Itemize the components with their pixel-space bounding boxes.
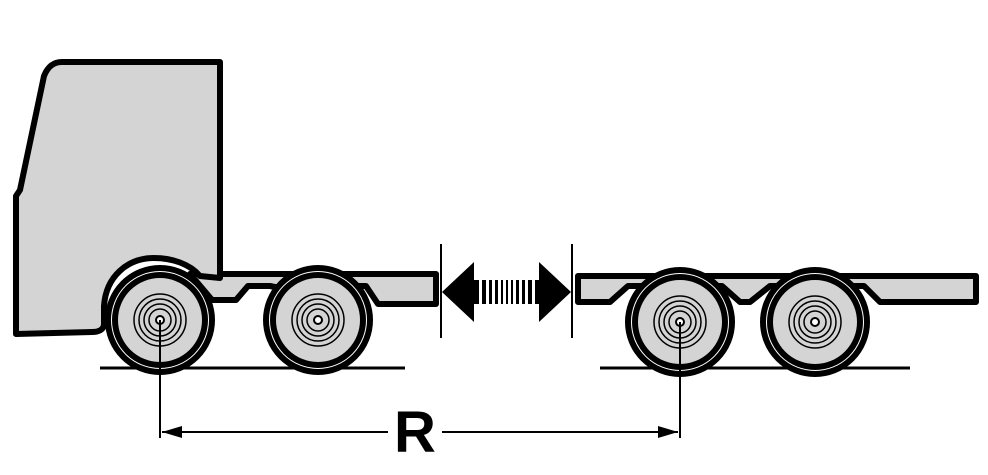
dimension-r: R bbox=[159, 320, 681, 465]
front-axle-wheel-2 bbox=[263, 265, 373, 375]
dimension-label: R bbox=[394, 400, 436, 465]
extension-double-arrow bbox=[442, 262, 571, 322]
truck-cab bbox=[13, 59, 223, 337]
dimension-arrowhead-left bbox=[162, 426, 182, 438]
dimension-arrowhead-right bbox=[658, 426, 678, 438]
rear-axle-wheel-2 bbox=[760, 267, 870, 377]
